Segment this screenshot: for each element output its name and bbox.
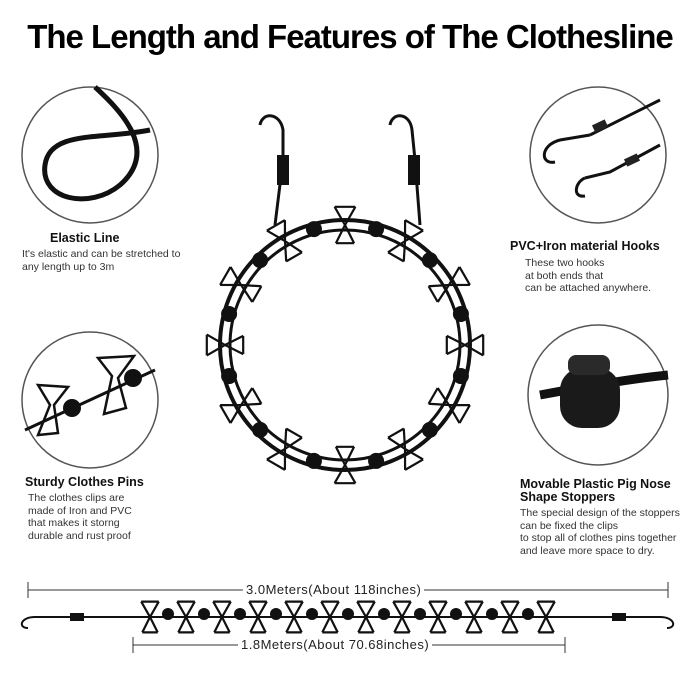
stopper-icon [221,305,238,322]
detail-circle-elastic-line [21,85,159,224]
feature-text: The special design of the stoppers can b… [520,507,680,557]
clothes-pin-icon [219,266,263,303]
clothes-pin-icon [284,600,304,634]
clothes-pin-icon [387,427,424,471]
stopper-icon [421,252,438,269]
page-title: The Length and Features of The Clothesli… [27,18,674,55]
stopper-icon [305,452,322,469]
clothes-pin-icon [536,600,556,634]
clothes-pin-icon [445,333,485,357]
clothes-pin-icon [428,600,448,634]
stopper-icon [450,608,462,620]
stopper-icon [252,421,269,438]
stopper-icon [414,608,426,620]
clothes-pin-icon [320,600,340,634]
stopper-icon [252,252,269,269]
stopper-icon [270,608,282,620]
stopper-icon [522,608,534,620]
feature-text: These two hooks at both ends that can be… [525,257,652,294]
clothes-pin-icon [333,445,357,485]
clothes-pin-icon [356,600,376,634]
total-length-label: 3.0Meters(About 118inches) [243,582,425,597]
clothes-pin-icon [500,600,520,634]
stopper-icon [368,221,385,238]
clips-section-length-label: 1.8Meters(About 70.68inches) [238,637,433,652]
feature-heading: Elastic Line [50,231,120,245]
stopper-icon [198,608,210,620]
stretched-clothesline [20,582,675,653]
clothes-pin-icon [140,600,160,634]
clothes-pin-icon [212,600,232,634]
stopper-icon [306,608,318,620]
feature-text: It's elastic and can be stretched to any… [22,248,181,273]
feature-clothes-pins: Sturdy Clothes Pins The clothes clips ar… [25,476,144,542]
detail-circle-stopper [527,324,669,466]
stopper-icon [421,421,438,438]
clothes-pin-icon [248,600,268,634]
stopper-icon [378,608,390,620]
feature-elastic-line: Elastic Line It's elastic and can be str… [22,232,180,273]
clothes-pin-icon [333,205,357,245]
clothes-pin-icon [205,333,245,357]
clothes-pin-icon [392,600,412,634]
feature-heading: Sturdy Clothes Pins [25,475,144,489]
clothes-pin-icon [176,600,196,634]
feature-hooks: PVC+Iron material Hooks These two hooks … [510,240,660,295]
clothes-pin-icon [266,427,303,471]
stopper-icon [368,452,385,469]
stopper-icon [305,221,322,238]
feature-heading: Movable Plastic Pig Nose Shape Stoppers [520,477,671,504]
detail-circle-hooks [529,86,667,224]
clothes-pin-icon [464,600,484,634]
clothes-pin-icon [219,387,263,424]
feature-stoppers: Movable Plastic Pig Nose Shape Stoppers … [520,478,680,557]
detail-circle-clothes-pins [21,331,159,469]
stopper-icon [486,608,498,620]
stopper-icon [452,368,469,385]
feature-text: The clothes clips are made of Iron and P… [28,492,132,542]
stopper-icon [452,305,469,322]
clothes-pin-icon [427,266,471,303]
stopper-icon [342,608,354,620]
clothes-pin-icon [266,219,303,263]
stopper-icon [221,368,238,385]
clothes-pin-icon [387,219,424,263]
clothes-pin-icon [427,387,471,424]
stopper-icon [162,608,174,620]
stopper-icon [234,608,246,620]
feature-heading: PVC+Iron material Hooks [510,239,660,253]
coiled-clothesline [205,114,485,485]
